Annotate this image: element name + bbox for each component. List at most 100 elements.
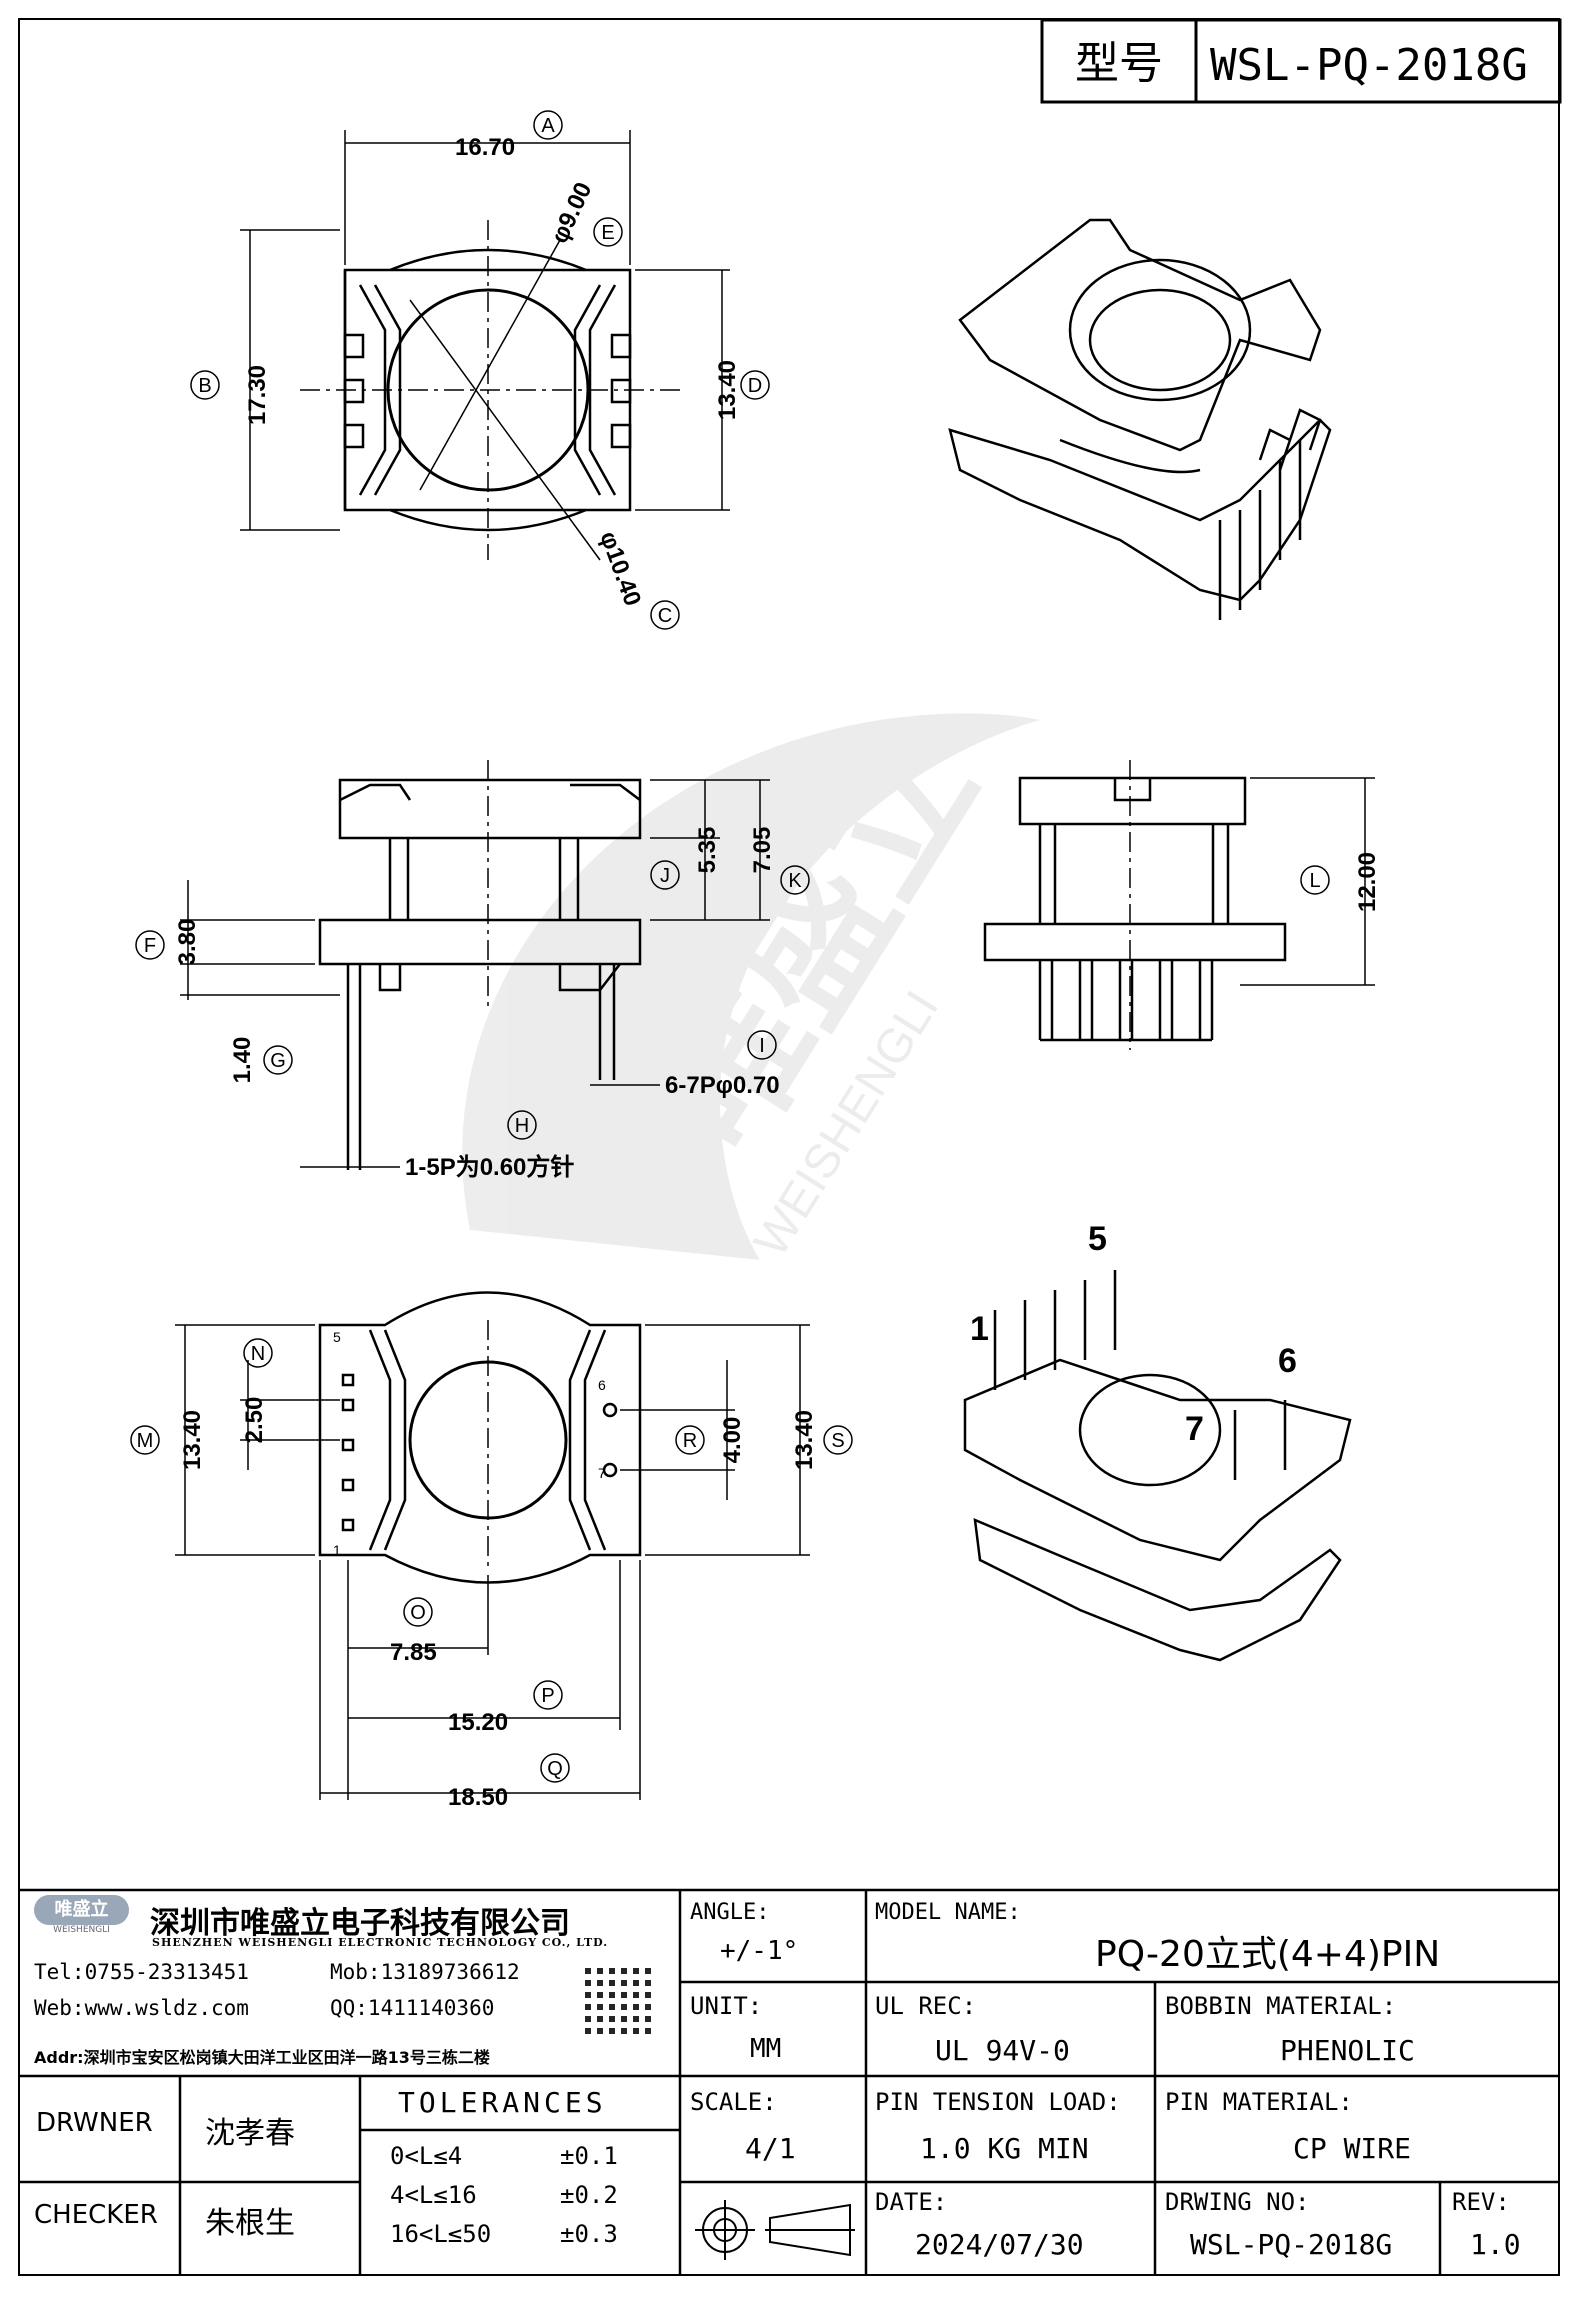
- pin-label-5: 5: [1088, 1220, 1107, 1258]
- svg-text:7: 7: [598, 1465, 606, 1481]
- dim-R: 4.00: [719, 1417, 746, 1464]
- tolerance-value-1: ±0.1: [560, 2142, 618, 2170]
- tolerance-value-3: ±0.3: [560, 2220, 618, 2248]
- iso-view-top: [948, 218, 1332, 620]
- model-name-value: PQ-20立式(4+4)PIN: [1095, 1934, 1441, 1975]
- dim-G: 1.40: [229, 1037, 256, 1084]
- company-tel: Tel:0755-23313451: [34, 1960, 249, 1984]
- rev-value: 1.0: [1470, 2228, 1521, 2261]
- title-block-grid: [18, 1888, 1560, 2276]
- dim-P: 15.20: [448, 1709, 508, 1736]
- checker-value: 朱根生: [205, 2206, 295, 2241]
- svg-text:I: I: [759, 1035, 765, 1057]
- svg-text:S: S: [831, 1430, 844, 1452]
- company-mob: Mob:13189736612: [330, 1960, 520, 1984]
- dim-O: 7.85: [390, 1639, 437, 1666]
- side-view: [983, 760, 1375, 1050]
- tolerances-label: TOLERANCES: [398, 2086, 607, 2119]
- dim-J: 5.35: [694, 827, 721, 874]
- angle-label: ANGLE:: [690, 1900, 770, 1925]
- drawer-value: 沈孝春: [205, 2116, 295, 2151]
- tolerance-range-3: 16<L≤50: [390, 2220, 492, 2248]
- unit-value: MM: [750, 2034, 782, 2064]
- date-value: 2024/07/30: [915, 2228, 1084, 2261]
- logo-mark: 唯盛立: [34, 1895, 129, 1925]
- svg-text:R: R: [683, 1430, 697, 1452]
- bobbin-material-value: PHENOLIC: [1280, 2034, 1415, 2067]
- dim-E: φ9.00: [546, 178, 597, 247]
- company-address: Addr:深圳市宝安区松岗镇大田洋工业区田洋一路13号三栋二楼: [34, 2048, 490, 2067]
- svg-text:M: M: [137, 1430, 154, 1452]
- tolerance-value-2: ±0.2: [560, 2181, 618, 2209]
- dim-K: 7.05: [749, 827, 776, 874]
- unit-label: UNIT:: [690, 1992, 763, 2020]
- svg-text:P: P: [541, 1685, 554, 1707]
- bottom-view: [175, 1291, 810, 1800]
- pin-tension-label: PIN TENSION LOAD:: [875, 2088, 1121, 2116]
- svg-text:H: H: [515, 1115, 529, 1137]
- svg-text:K: K: [788, 870, 802, 892]
- projection-symbol: [695, 2200, 855, 2260]
- drawing-no-label: DRWING NO:: [1165, 2188, 1310, 2216]
- header-model-label: 型号: [1075, 39, 1163, 88]
- company-name-en: SHENZHEN WEISHENGLI ELECTRONIC TECHNOLOG…: [152, 1936, 609, 1949]
- pin-material-label: PIN MATERIAL:: [1165, 2088, 1353, 2116]
- drawing-no-value: WSL-PQ-2018G: [1190, 2228, 1393, 2261]
- qr-code-image: [585, 1962, 657, 2034]
- svg-text:Q: Q: [547, 1758, 563, 1780]
- bobbin-material-label: BOBBIN MATERIAL:: [1165, 1992, 1397, 2020]
- pin-tension-value: 1.0 KG MIN: [920, 2132, 1089, 2165]
- svg-text:J: J: [660, 865, 670, 887]
- header-model-value: WSL-PQ-2018G: [1210, 40, 1528, 91]
- svg-text:6: 6: [598, 1377, 606, 1393]
- pin-label-6: 6: [1278, 1342, 1297, 1380]
- watermark: 唯盛立 WEISHENGLI: [462, 706, 1040, 1266]
- company-web: Web:www.wsldz.com: [34, 1996, 249, 2020]
- dim-S: 13.40: [791, 1410, 818, 1470]
- company-qq: QQ:1411140360: [330, 1996, 495, 2020]
- date-label: DATE:: [875, 2188, 948, 2216]
- dim-C: φ10.40: [594, 528, 646, 610]
- angle-value: +/-1°: [720, 1936, 799, 1966]
- checker-label: CHECKER: [34, 2200, 158, 2230]
- ul-rec-value: UL 94V-0: [935, 2034, 1070, 2067]
- svg-text:A: A: [541, 115, 555, 137]
- top-view: [240, 130, 730, 561]
- svg-text:C: C: [658, 605, 672, 627]
- scale-label: SCALE:: [690, 2088, 777, 2116]
- dim-Q: 18.50: [448, 1784, 508, 1811]
- pin-label-1: 1: [970, 1310, 989, 1348]
- drawing-sheet: [18, 18, 1560, 2276]
- scale-value: 4/1: [745, 2132, 796, 2165]
- pin-label-7: 7: [1185, 1410, 1204, 1448]
- ul-rec-label: UL REC:: [875, 1992, 977, 2020]
- dim-D: 13.40: [714, 360, 741, 420]
- dim-M: 13.40: [179, 1410, 206, 1470]
- svg-text:D: D: [748, 375, 762, 397]
- svg-text:1: 1: [333, 1542, 341, 1558]
- svg-text:N: N: [251, 1343, 265, 1365]
- dim-B: 17.30: [244, 365, 271, 425]
- dim-I: 6-7Pφ0.70: [665, 1072, 780, 1099]
- model-name-label: MODEL NAME:: [875, 1900, 1021, 1925]
- logo-subtext: WEISHENGLI: [53, 1925, 110, 1935]
- svg-text:5: 5: [333, 1329, 341, 1345]
- dim-F: 3.80: [174, 919, 201, 966]
- rev-label: REV:: [1452, 2188, 1510, 2216]
- svg-text:E: E: [601, 222, 614, 244]
- company-name: 深圳市唯盛立电子科技有限公司: [150, 1906, 570, 1941]
- pin-material-value: CP WIRE: [1293, 2132, 1412, 2165]
- dim-A: 16.70: [455, 134, 515, 161]
- dim-L: 12.00: [1354, 852, 1381, 912]
- front-view: [180, 760, 770, 1170]
- iso-view-bottom: [963, 1270, 1352, 1662]
- circle-labels: A B C D E F G H I J K L M N O P Q R S: [130, 110, 1330, 1783]
- dim-H: 1-5P为0.60方针: [405, 1153, 574, 1181]
- drawer-label: DRWNER: [36, 2108, 153, 2138]
- svg-text:B: B: [198, 375, 211, 397]
- svg-text:G: G: [270, 1050, 286, 1072]
- svg-text:O: O: [410, 1602, 426, 1624]
- dim-N: 2.50: [241, 1397, 268, 1444]
- svg-text:L: L: [1309, 870, 1320, 892]
